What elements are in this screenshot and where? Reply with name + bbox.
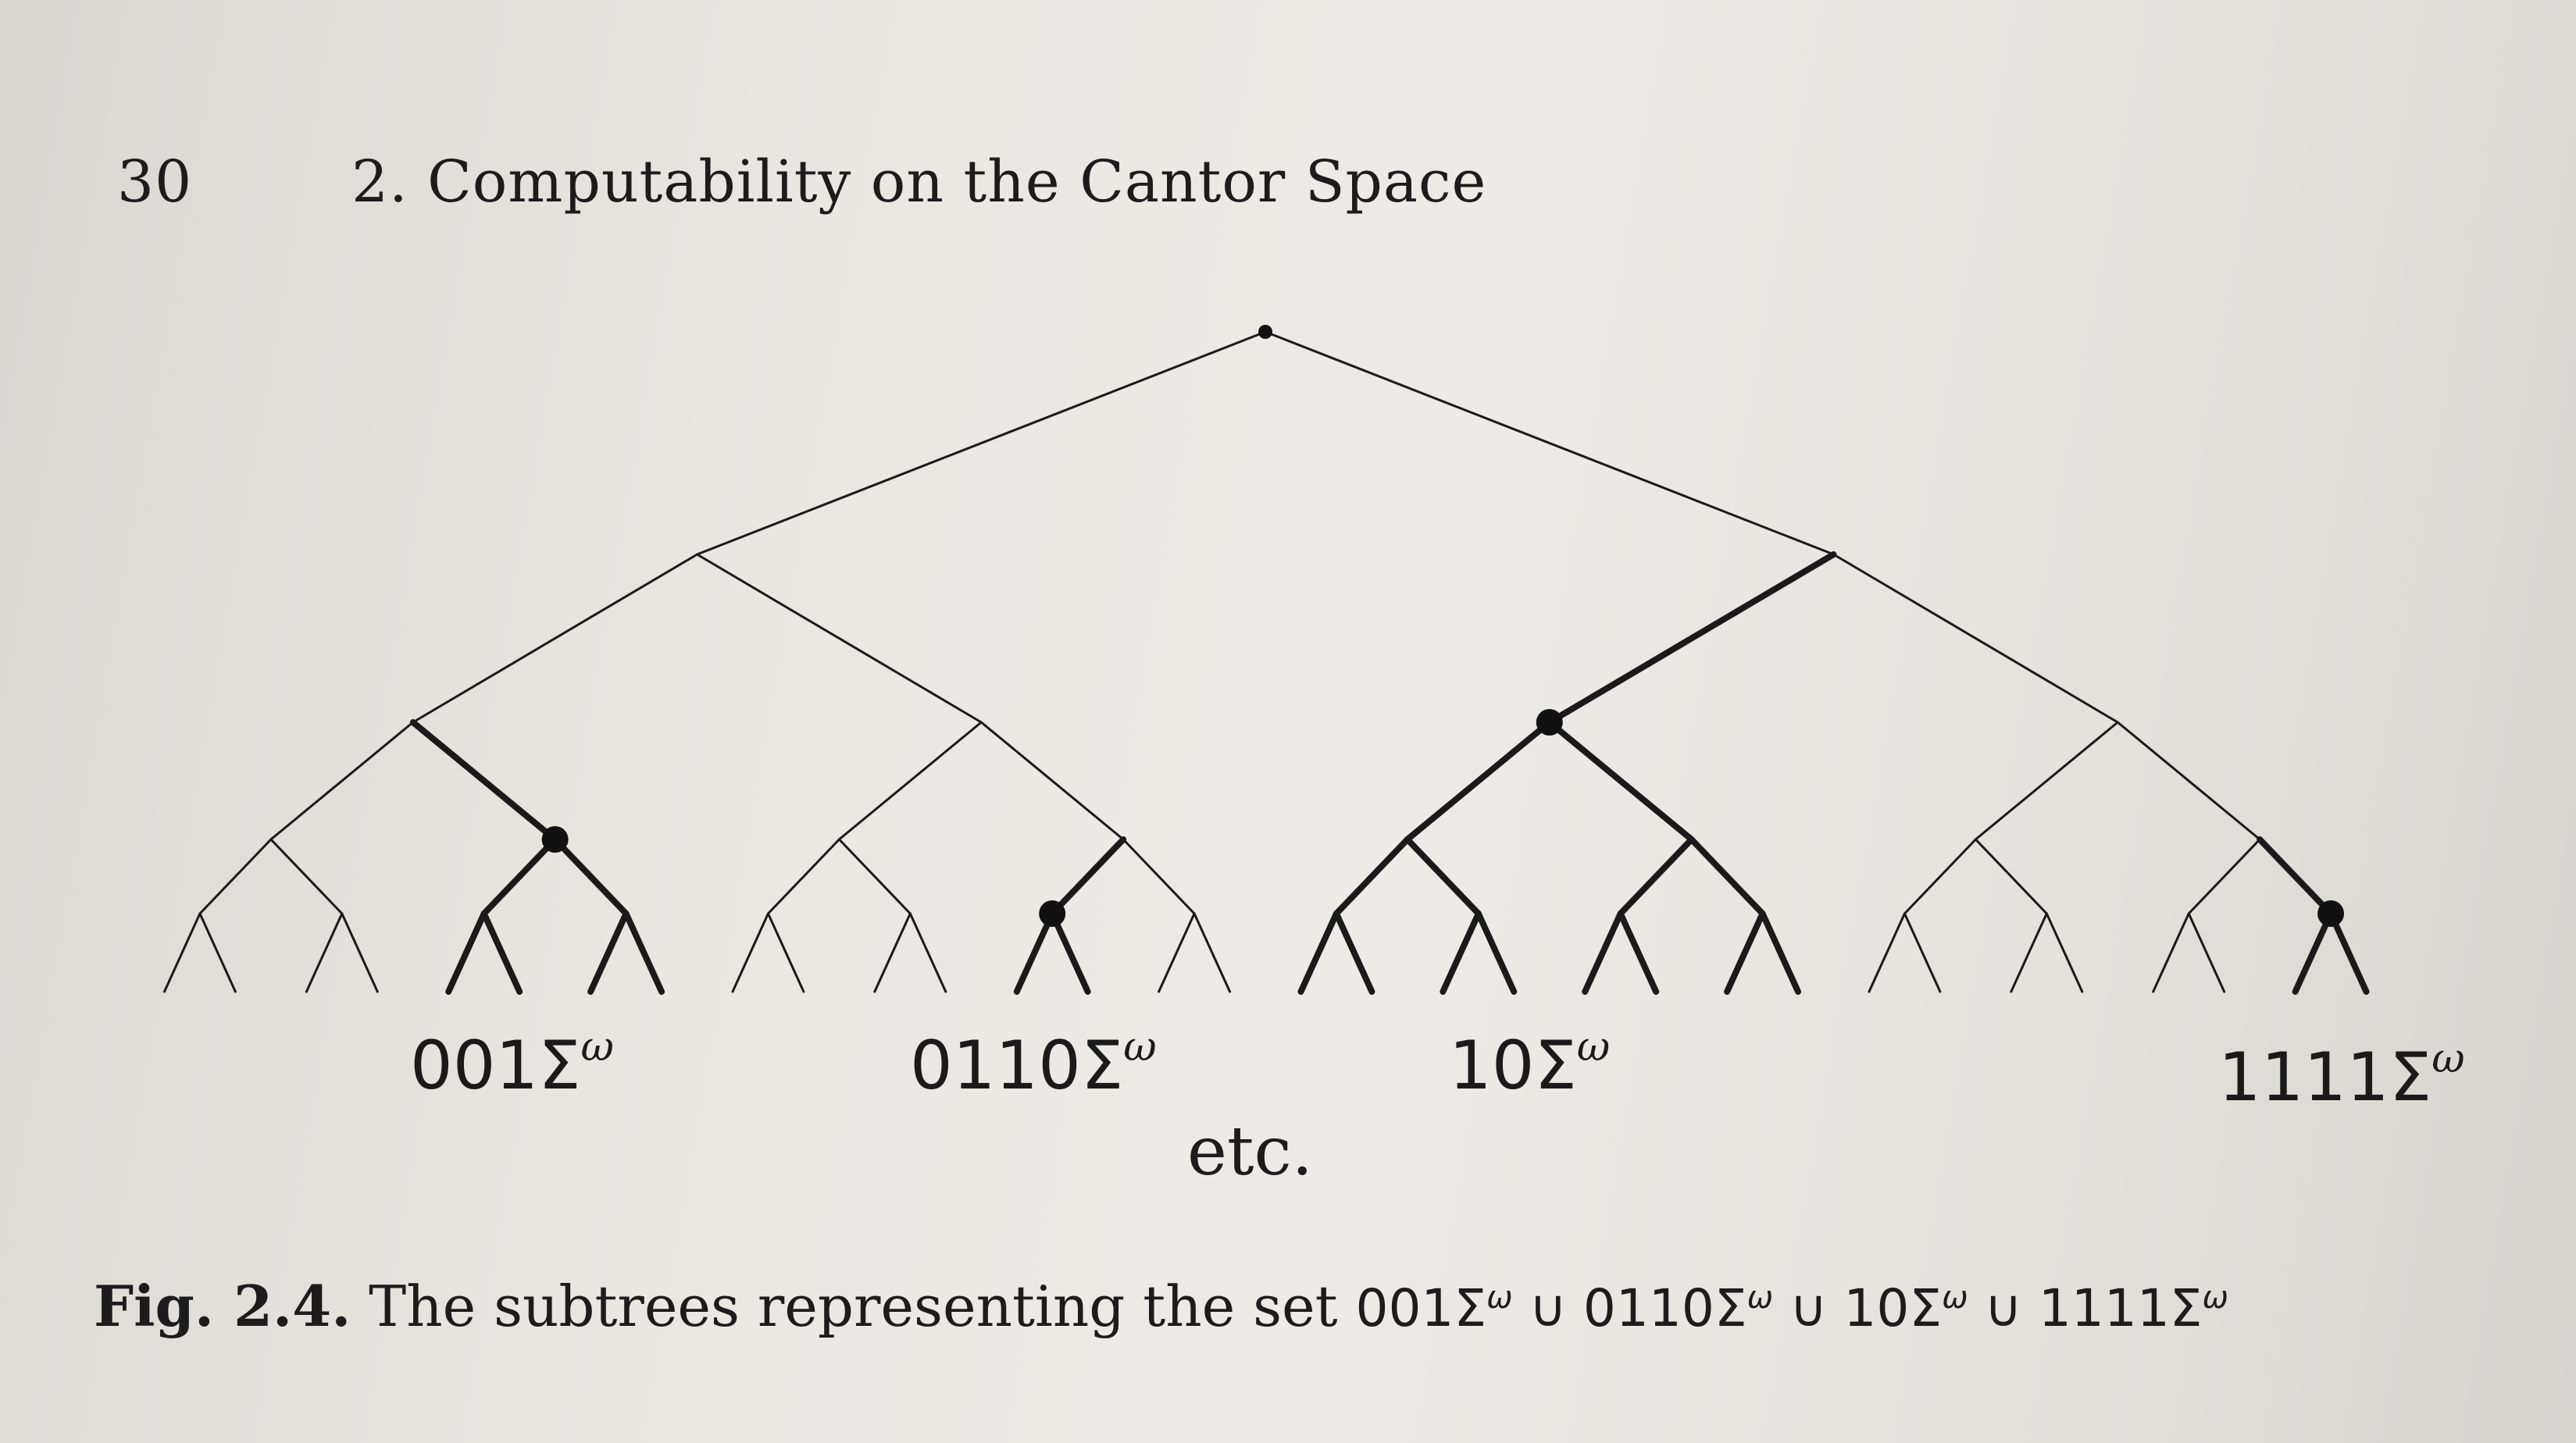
tree-edge-00100	[445, 910, 487, 995]
tree-edge-110	[1974, 721, 2119, 841]
tree-edge-01100	[1013, 910, 1056, 995]
tree-edge-01010	[873, 912, 912, 993]
etc-label: etc.	[1187, 1113, 1313, 1191]
tree-edge-1010	[1617, 836, 1695, 917]
tree-edge-1001	[1404, 836, 1482, 917]
tree-edge-01011	[908, 912, 947, 993]
tree-edge-01101	[1049, 910, 1091, 995]
tree-edge-00011	[341, 912, 379, 993]
page-number: 30	[117, 148, 193, 216]
tree-edge-1110	[2187, 838, 2261, 915]
tree-edge-01111	[1193, 912, 1232, 993]
tree-edge-111	[2116, 721, 2261, 841]
figure-caption: Fig. 2.4. The subtrees representing the …	[94, 1273, 2228, 1339]
tree-edge-0110	[1049, 836, 1127, 917]
tree-edge-10010	[1440, 910, 1482, 995]
tree-edge-00001	[198, 912, 237, 993]
tree-edge-10011	[1475, 910, 1518, 995]
tree-edge-1111	[2257, 836, 2335, 917]
tree-edge-0001	[269, 838, 344, 915]
tree-edge-11110	[2292, 910, 2335, 995]
tree-edge-100	[1404, 719, 1553, 843]
label-10: 10Σω	[1449, 1024, 1611, 1105]
root-node	[1258, 325, 1272, 339]
tree-edge-11001	[1903, 912, 1942, 993]
tree-edge-11101	[2187, 912, 2226, 993]
tree-edge-0010	[480, 836, 558, 917]
subtree-root-001	[541, 826, 569, 853]
tree-edge-11	[1832, 553, 2119, 724]
subtree-root-0110	[1039, 900, 1066, 927]
tree-edge-000	[269, 721, 415, 841]
tree-edge-1101	[1974, 838, 2048, 915]
tree-edge-1	[1264, 330, 1835, 556]
tree-edge-01	[696, 553, 983, 724]
label-1111: 1111Σω	[2218, 1035, 2465, 1117]
tree-edge-001	[409, 719, 558, 843]
tree-edge-10101	[1617, 910, 1660, 995]
tree-edge-00010	[305, 912, 344, 993]
tree-edge-10110	[1724, 910, 1766, 995]
tree-edge-11111	[2328, 910, 2370, 995]
tree-edge-101	[1546, 719, 1695, 843]
tree-edge-10	[1546, 551, 1837, 725]
subtree-root-10	[1536, 709, 1563, 736]
tree-edge-00101	[480, 910, 523, 995]
tree-edge-0100	[766, 838, 840, 915]
chapter-title: 2. Computability on the Cantor Space	[351, 148, 1487, 216]
tree-edge-1100	[1903, 838, 1977, 915]
tree-edge-0000	[198, 838, 273, 915]
tree-edge-011	[979, 721, 1125, 841]
tree-edge-11010	[2010, 912, 2048, 993]
tree-edge-0	[696, 330, 1267, 556]
tree-edge-00000	[162, 912, 202, 993]
tree-edge-10001	[1333, 910, 1375, 995]
tree-edge-11100	[2152, 912, 2190, 993]
tree-edge-11011	[2045, 912, 2084, 993]
tree-edge-10000	[1297, 910, 1340, 995]
tree-edge-01001	[766, 912, 805, 993]
label-0110: 0110Σω	[910, 1024, 1157, 1105]
tree-edge-1000	[1333, 836, 1411, 917]
tree-edge-1011	[1688, 836, 1766, 917]
tree-edge-11000	[1868, 912, 1906, 993]
tree-edge-0101	[837, 838, 912, 915]
tree-edge-0011	[551, 836, 630, 917]
tree-edge-0111	[1122, 838, 1196, 915]
tree-edge-00111	[623, 910, 665, 995]
caption-fig-label: Fig. 2.4.	[94, 1273, 351, 1339]
tree-edge-01110	[1158, 912, 1196, 993]
label-001: 001Σω	[410, 1024, 614, 1105]
tree-edge-00110	[587, 910, 630, 995]
tree-edge-10100	[1582, 910, 1624, 995]
tree-edge-00	[412, 553, 698, 724]
tree-edge-10111	[1759, 910, 1802, 995]
tree-edge-010	[837, 721, 983, 841]
caption-set-expression: 001Σω ∪ 0110Σω ∪ 10Σω ∪ 1111Σω	[1355, 1278, 2229, 1338]
caption-text: The subtrees representing the set	[369, 1274, 1338, 1339]
tree-edge-01000	[731, 912, 769, 993]
subtree-root-1111	[2317, 900, 2345, 927]
